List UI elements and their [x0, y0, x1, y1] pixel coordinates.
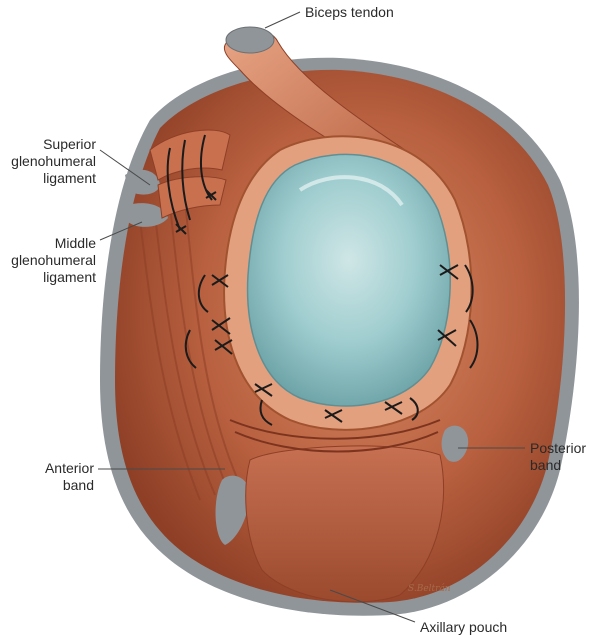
- label-posterior-band: Posterior band: [530, 440, 586, 474]
- axillary-pouch-shape: [245, 445, 445, 603]
- label-anterior-band: Anterior band: [0, 460, 94, 494]
- biceps-tendon-cut-end: [225, 26, 275, 54]
- label-middle-ghl: Middle glenohumeral ligament: [0, 235, 96, 286]
- artist-signature: S.Beltrán: [408, 584, 451, 594]
- label-axillary-pouch: Axillary pouch: [420, 619, 508, 635]
- posterior-band-notch: [441, 425, 469, 462]
- label-middle-line2: glenohumeral: [11, 252, 96, 268]
- inferior-repair-ridges: [229, 419, 441, 453]
- label-superior-line3: ligament: [43, 170, 96, 186]
- middle-ghl-notch: [128, 203, 168, 227]
- middle-ghl-leader: [99, 221, 143, 241]
- biceps-tendon-leader: [264, 11, 301, 29]
- label-middle-line3: ligament: [43, 269, 96, 285]
- label-posterior-line1: Posterior: [530, 440, 587, 456]
- label-biceps-tendon: Biceps tendon: [305, 4, 394, 20]
- label-anterior-line1: Anterior: [44, 460, 94, 476]
- superior-ghl-notch: [125, 169, 160, 195]
- label-middle-line1: Middle: [54, 235, 96, 251]
- axillary-pouch-leader: [329, 589, 416, 623]
- anterior-capsule-folds: [139, 199, 239, 501]
- superior-ghl-leader: [99, 149, 151, 186]
- glenoid-highlight: [298, 175, 404, 207]
- label-superior-ghl: Superior glenohumeral ligament: [0, 136, 96, 187]
- glenoid-surface: [246, 153, 451, 407]
- label-superior-line2: glenohumeral: [11, 153, 96, 169]
- anterior-band-notch: [215, 475, 250, 545]
- glenohumeral-ligament-bands: [149, 129, 231, 219]
- label-anterior-line2: band: [62, 477, 94, 493]
- ligament-sutures: [166, 134, 217, 235]
- label-posterior-line2: band: [530, 457, 562, 473]
- label-superior-line1: Superior: [43, 136, 96, 152]
- labrum-sutures: [184, 264, 479, 426]
